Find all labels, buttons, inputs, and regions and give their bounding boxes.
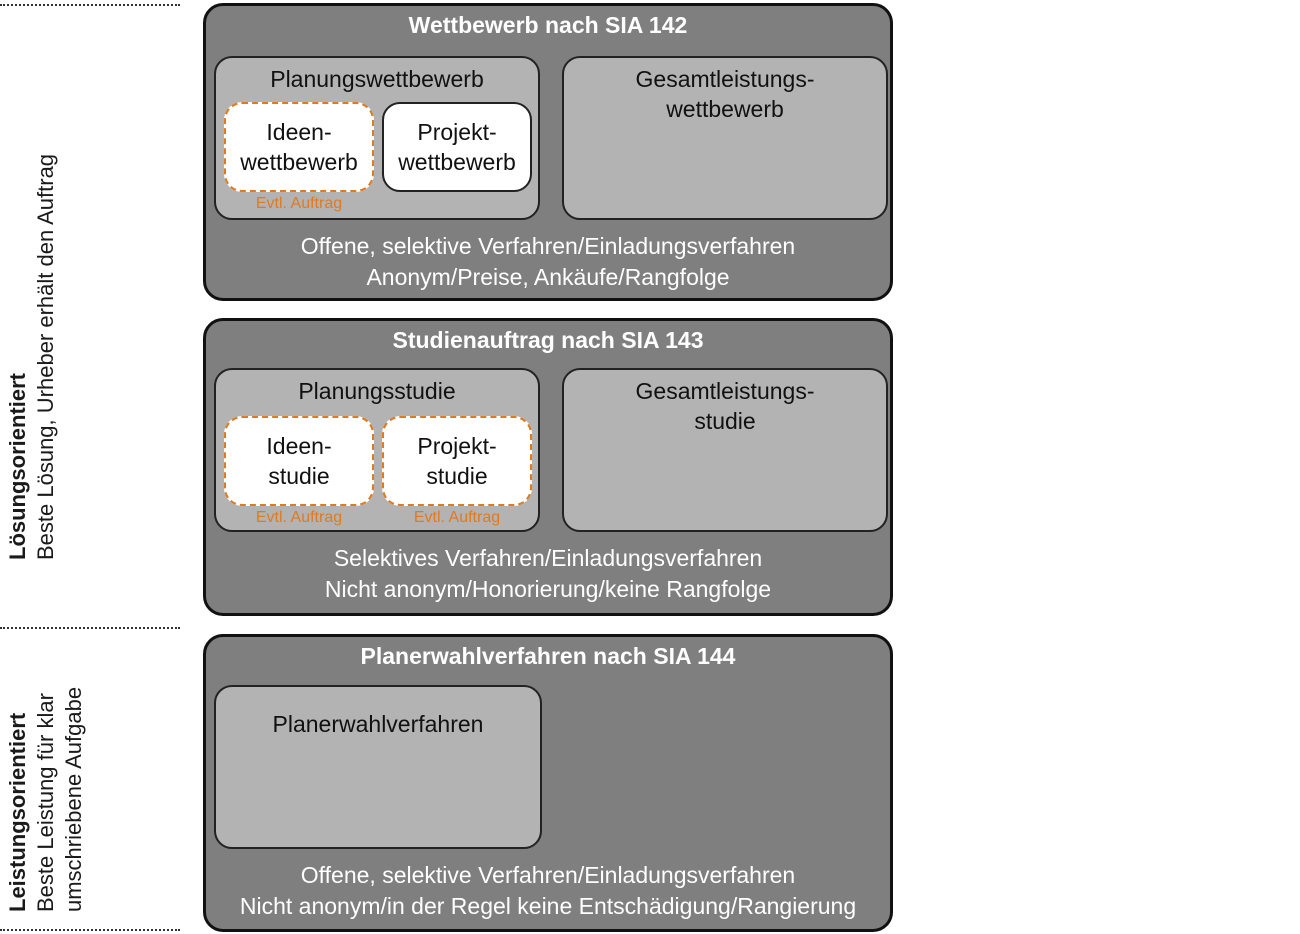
section-studienauftrag-desc-line-2: Nicht anonym/Honorierung/keine Rangfolge [324,576,772,602]
section-wettbewerb-desc-line-1: Offene, selektive Verfahren/Einladungsve… [300,233,796,259]
group-planungsstudie: Planungsstudie Ideen- studie Projekt- st… [214,368,540,532]
group-gesamtleistungsstudie-title-line-2: studie [694,408,756,434]
side-label-lower-line-1: Beste Leistung für klar [33,693,58,912]
group-planungswettbewerb: Planungswettbewerb Ideen- wettbewerb Pro… [214,56,540,220]
section-wettbewerb-desc-line-2: Anonym/Preise, Ankäufe/Rangfolge [366,264,730,290]
leaf-ideenstudie-line-2: studie [268,463,330,489]
section-planerwahlverfahren-desc-line-2: Nicht anonym/in der Regel keine Entschäd… [239,893,857,919]
leaf-projektwettbewerb: Projekt- wettbewerb [382,102,532,192]
section-planerwahlverfahren-desc-line-1: Offene, selektive Verfahren/Einladungsve… [300,862,796,888]
section-studienauftrag-desc-line-1: Selektives Verfahren/Einladungsverfahren [333,545,763,571]
leaf-ideenwettbewerb-line-1: Ideen- [266,119,332,145]
section-wettbewerb-desc: Offene, selektive Verfahren/Einladungsve… [206,231,890,293]
leaf-projektstudie-line-2: studie [426,463,488,489]
section-wettbewerb: Wettbewerb nach SIA 142 Planungswettbewe… [203,3,893,301]
leaf-projektstudie-line-1: Projekt- [417,433,497,459]
group-gesamtleistungsstudie: Gesamtleistungs- studie [562,368,888,532]
leaf-projektstudie: Projekt- studie [382,416,532,506]
note-evtl-auftrag-projektstudie: Evtl. Auftrag [413,509,501,526]
side-label-lower-bold: Leistungsorientiert [5,712,30,912]
group-gesamtleistungsstudie-title-line-1: Gesamtleistungs- [635,378,815,404]
section-studienauftrag: Studienauftrag nach SIA 143 Planungsstud… [203,318,893,616]
separator-middle [0,627,180,629]
leaf-projektwettbewerb-line-1: Projekt- [417,119,497,145]
side-label-upper-bold: Lösungsorientiert [5,372,30,560]
leaf-ideenstudie: Ideen- studie [224,416,374,506]
leaf-projektwettbewerb-line-2: wettbewerb [398,149,516,175]
section-studienauftrag-title: Studienauftrag nach SIA 143 [392,327,704,353]
group-planerwahlverfahren: Planerwahlverfahren [214,685,542,849]
note-evtl-auftrag-ideenwettbewerb: Evtl. Auftrag [255,195,343,212]
separator-bottom [0,929,180,931]
group-planerwahlverfahren-title: Planerwahlverfahren [272,711,484,737]
separator-top [0,4,180,6]
group-gesamtleistungswettbewerb: Gesamtleistungs- wettbewerb [562,56,888,220]
group-gesamtleistungswettbewerb-title-line-2: wettbewerb [666,96,784,122]
leaf-ideenwettbewerb: Ideen- wettbewerb [224,102,374,192]
leaf-ideenwettbewerb-line-2: wettbewerb [240,149,358,175]
section-planerwahlverfahren: Planerwahlverfahren nach SIA 144 Planerw… [203,634,893,932]
group-planungsstudie-title: Planungsstudie [298,378,456,404]
leaf-ideenstudie-line-1: Ideen- [266,433,332,459]
section-planerwahlverfahren-title: Planerwahlverfahren nach SIA 144 [360,643,736,669]
note-evtl-auftrag-ideenstudie: Evtl. Auftrag [255,509,343,526]
section-wettbewerb-title: Wettbewerb nach SIA 142 [408,12,688,38]
section-studienauftrag-desc: Selektives Verfahren/Einladungsverfahren… [206,543,890,605]
group-gesamtleistungswettbewerb-title-line-1: Gesamtleistungs- [635,66,815,92]
group-planungswettbewerb-title: Planungswettbewerb [270,66,484,92]
section-planerwahlverfahren-desc: Offene, selektive Verfahren/Einladungsve… [206,860,890,922]
side-label-upper-line-1: Beste Lösung, Urheber erhält den Auftrag [33,153,58,560]
side-label-lower-line-2: umschriebene Aufgabe [61,686,86,912]
